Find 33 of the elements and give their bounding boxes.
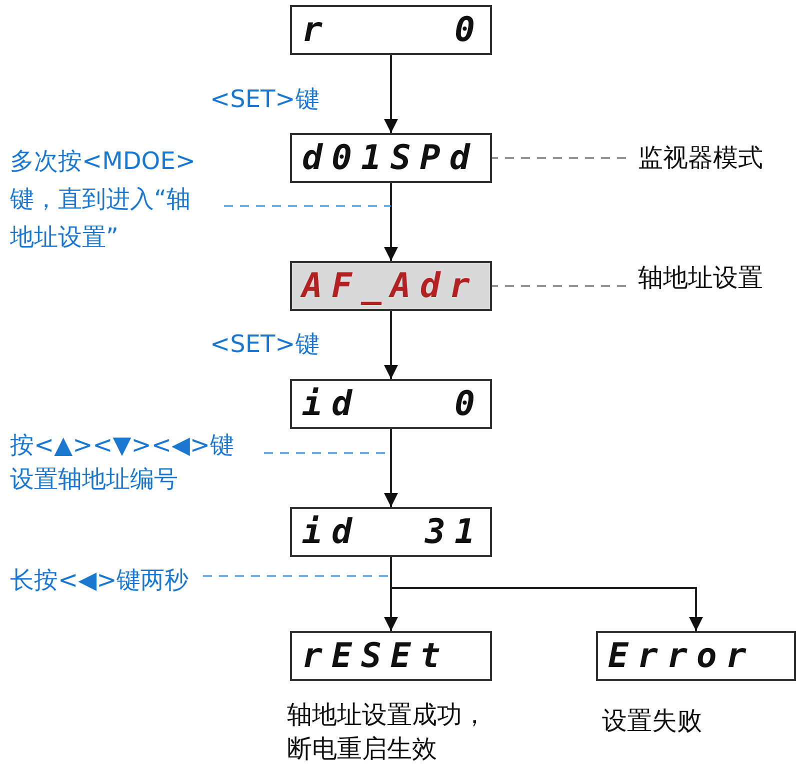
arrow <box>384 183 398 261</box>
display-text: r <box>302 10 332 50</box>
leader-line <box>224 205 391 207</box>
display-box <box>290 631 492 681</box>
display-text: id <box>302 512 361 552</box>
arrow <box>384 429 398 507</box>
display-box <box>290 5 492 55</box>
display-text: rESEt <box>302 636 450 676</box>
display-text: AF_Adr <box>302 266 479 306</box>
leader-line <box>203 575 391 577</box>
display-box <box>290 379 492 429</box>
display-text: Error <box>608 636 756 676</box>
leader-line <box>492 285 626 287</box>
display-text: d01SPd <box>302 138 479 178</box>
arrow <box>384 311 398 379</box>
arrow <box>384 55 398 133</box>
instruction-text: 按<▲><▼><◀>键设置轴地址编号 <box>10 428 250 496</box>
display-box <box>596 631 796 681</box>
display-text: id <box>302 384 361 424</box>
arrow <box>390 557 703 631</box>
display-box <box>290 507 492 557</box>
display-text: 0 <box>454 10 484 50</box>
result-caption: 设置失败 <box>602 705 703 737</box>
leader-line <box>492 157 626 159</box>
display-box <box>290 133 492 183</box>
result-caption: 轴地址设置成功，断电重启生效 <box>287 699 488 765</box>
display-box <box>290 261 492 311</box>
instruction-text: 多次按<MDOE>键，直到进入“轴地址设置” <box>10 142 210 256</box>
mode-label: 监视器模式 <box>638 141 763 175</box>
instruction-text: 长按<◀>键两秒 <box>10 563 189 597</box>
mode-label: 轴地址设置 <box>638 261 763 295</box>
display-text: 0 <box>454 384 484 424</box>
display-text: 31 <box>425 512 484 552</box>
